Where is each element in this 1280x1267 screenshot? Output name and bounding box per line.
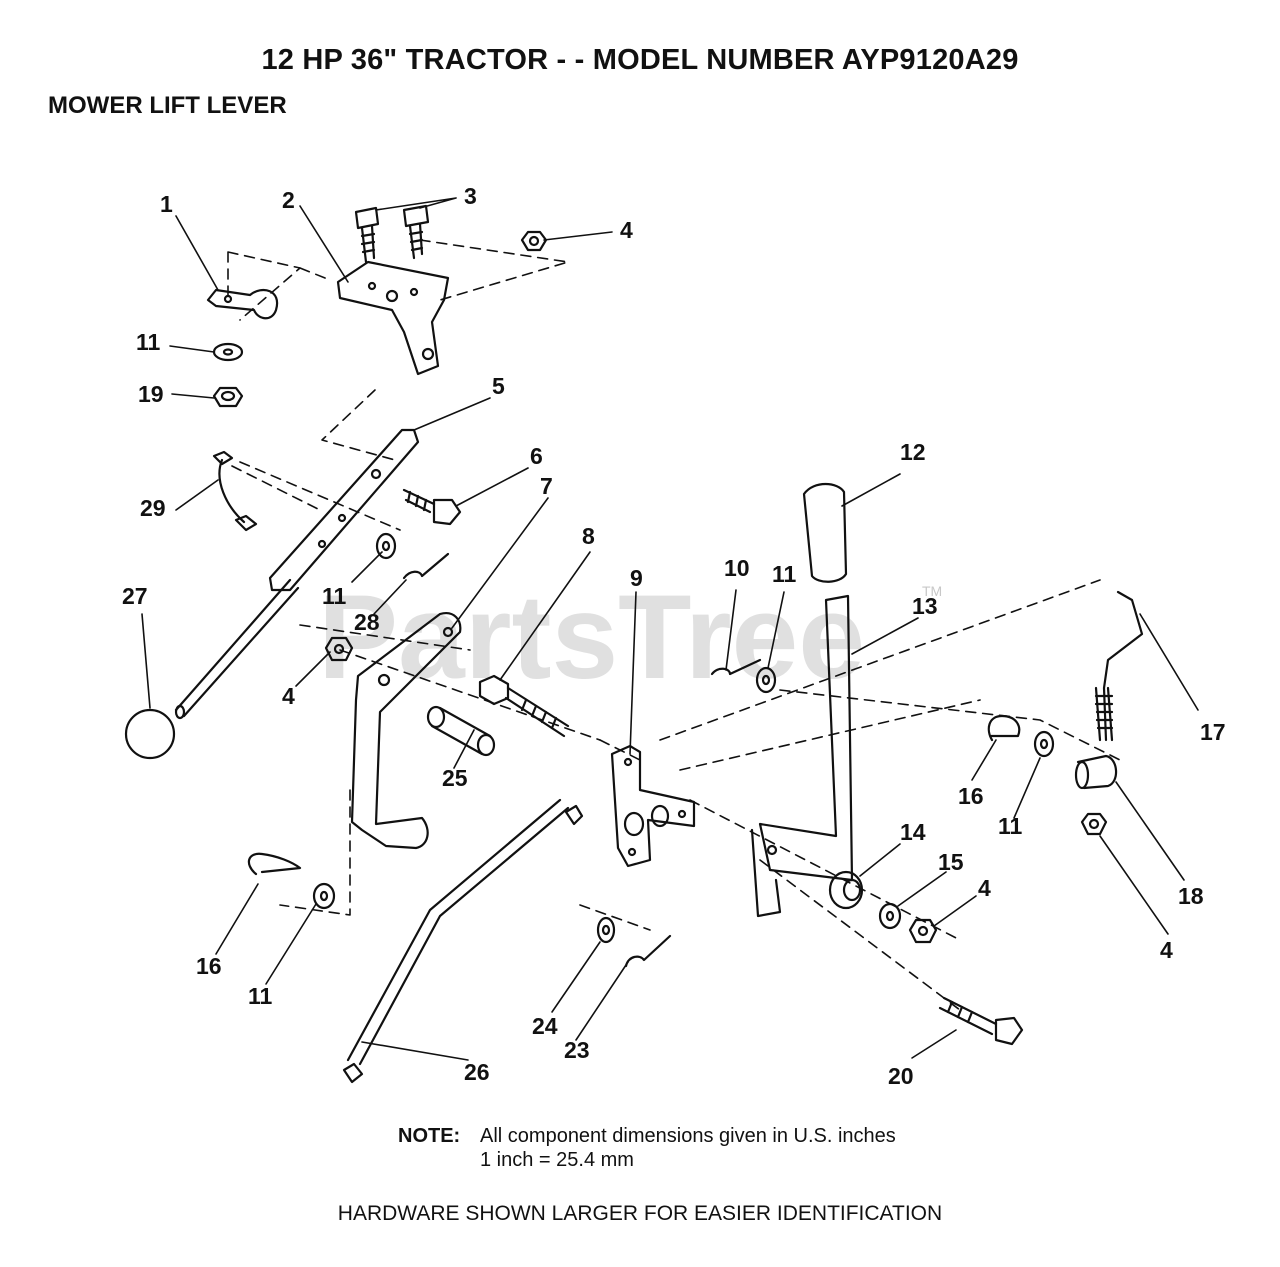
callout-19: 19 (138, 381, 164, 407)
callout-8: 8 (582, 523, 595, 549)
callout-5: 5 (492, 373, 505, 399)
part-20-bolt (938, 996, 1024, 1046)
part-11-washer-c (755, 666, 777, 694)
part-10-cotter-pin (710, 658, 762, 676)
part-26-link-rod (342, 798, 584, 1084)
part-12-grip (802, 482, 848, 583)
footer-note: HARDWARE SHOWN LARGER FOR EASIER IDENTIF… (337, 1202, 943, 1225)
part-23-cotter-pin (624, 934, 672, 968)
part-16-hairpin-left (247, 852, 302, 876)
part-11-washer-e (312, 882, 336, 910)
callout-13: 13 (912, 593, 938, 619)
part-4-nut-mid (908, 918, 938, 944)
part-15-washer (878, 902, 902, 930)
callout-24: 24 (532, 1013, 558, 1039)
callout-1: 1 (160, 191, 173, 217)
callout-16b: 16 (196, 953, 222, 979)
leader-lines (141, 197, 1199, 1061)
callout-16: 16 (958, 783, 984, 809)
callout-labels: 1 2 3 4 11 19 5 6 29 7 12 27 11 28 8 9 1… (122, 183, 1226, 1089)
part-14-bushing (828, 870, 864, 910)
callout-11b: 11 (322, 583, 347, 609)
page-title: 12 HP 36" TRACTOR - - MODEL NUMBER AYP91… (261, 44, 1019, 76)
note-label: NOTE: (398, 1125, 461, 1147)
part-4-nut-top (520, 230, 548, 252)
callout-11c: 11 (772, 561, 797, 587)
part-27-knob (124, 578, 300, 760)
callout-6: 6 (530, 443, 543, 469)
part-11-washer-d (1033, 730, 1055, 758)
callout-4d: 4 (1160, 937, 1173, 963)
part-24-washer (596, 916, 616, 944)
callout-27: 27 (122, 583, 148, 609)
dimension-note: NOTE: All component dimensions given in U… (398, 1124, 896, 1172)
part-19-nut (212, 386, 244, 408)
part-17-adjust-rod (1094, 590, 1144, 742)
part-4-nut-right (1080, 812, 1108, 836)
callout-12: 12 (900, 439, 926, 465)
callout-10: 10 (724, 555, 750, 581)
alignment-lines (227, 239, 1121, 1011)
part-16-hairpin-right (987, 714, 1021, 742)
part-2-bracket (336, 260, 450, 376)
callout-4b: 4 (282, 683, 295, 709)
callout-4: 4 (620, 217, 633, 243)
part-6-bolt (402, 488, 462, 526)
callout-18: 18 (1178, 883, 1204, 909)
part-7-lever-plate (350, 612, 462, 850)
part-1-clip (206, 288, 279, 320)
part-4-nut-left (324, 636, 354, 662)
part-8-bolt (478, 674, 570, 738)
part-13-lift-lever (750, 594, 854, 918)
callout-23: 23 (564, 1037, 590, 1063)
note-line-1: All component dimensions given in U.S. i… (480, 1125, 896, 1147)
callout-14: 14 (900, 819, 926, 845)
part-28-cotter-pin (402, 552, 450, 580)
callout-26: 26 (464, 1059, 490, 1085)
callout-11: 11 (136, 329, 161, 355)
part-25-spacer (426, 705, 496, 757)
callout-9: 9 (630, 565, 643, 591)
callout-28: 28 (354, 609, 380, 635)
note-line-2: 1 inch = 25.4 mm (480, 1149, 634, 1171)
watermark-tm: TM (922, 583, 942, 599)
callout-7: 7 (540, 473, 553, 499)
part-29-rod (212, 450, 258, 532)
callout-15: 15 (938, 849, 964, 875)
callout-3: 3 (464, 183, 477, 209)
watermark-text: PartsTree (318, 570, 865, 704)
part-11-washer-a (212, 342, 244, 362)
callout-4c: 4 (978, 875, 991, 901)
section-title: MOWER LIFT LEVER (48, 92, 287, 119)
part-3-bolts (354, 204, 430, 264)
callout-17: 17 (1200, 719, 1226, 745)
callout-2: 2 (282, 187, 295, 213)
callout-11e: 11 (248, 983, 273, 1009)
callout-20: 20 (888, 1063, 914, 1089)
part-9-pivot-bracket (610, 744, 696, 868)
part-11-washer-b (375, 532, 397, 560)
part-18-trunnion (1074, 754, 1118, 790)
callout-29: 29 (140, 495, 166, 521)
callout-25: 25 (442, 765, 468, 791)
callout-11d: 11 (998, 813, 1023, 839)
part-5-lift-link (268, 428, 420, 592)
